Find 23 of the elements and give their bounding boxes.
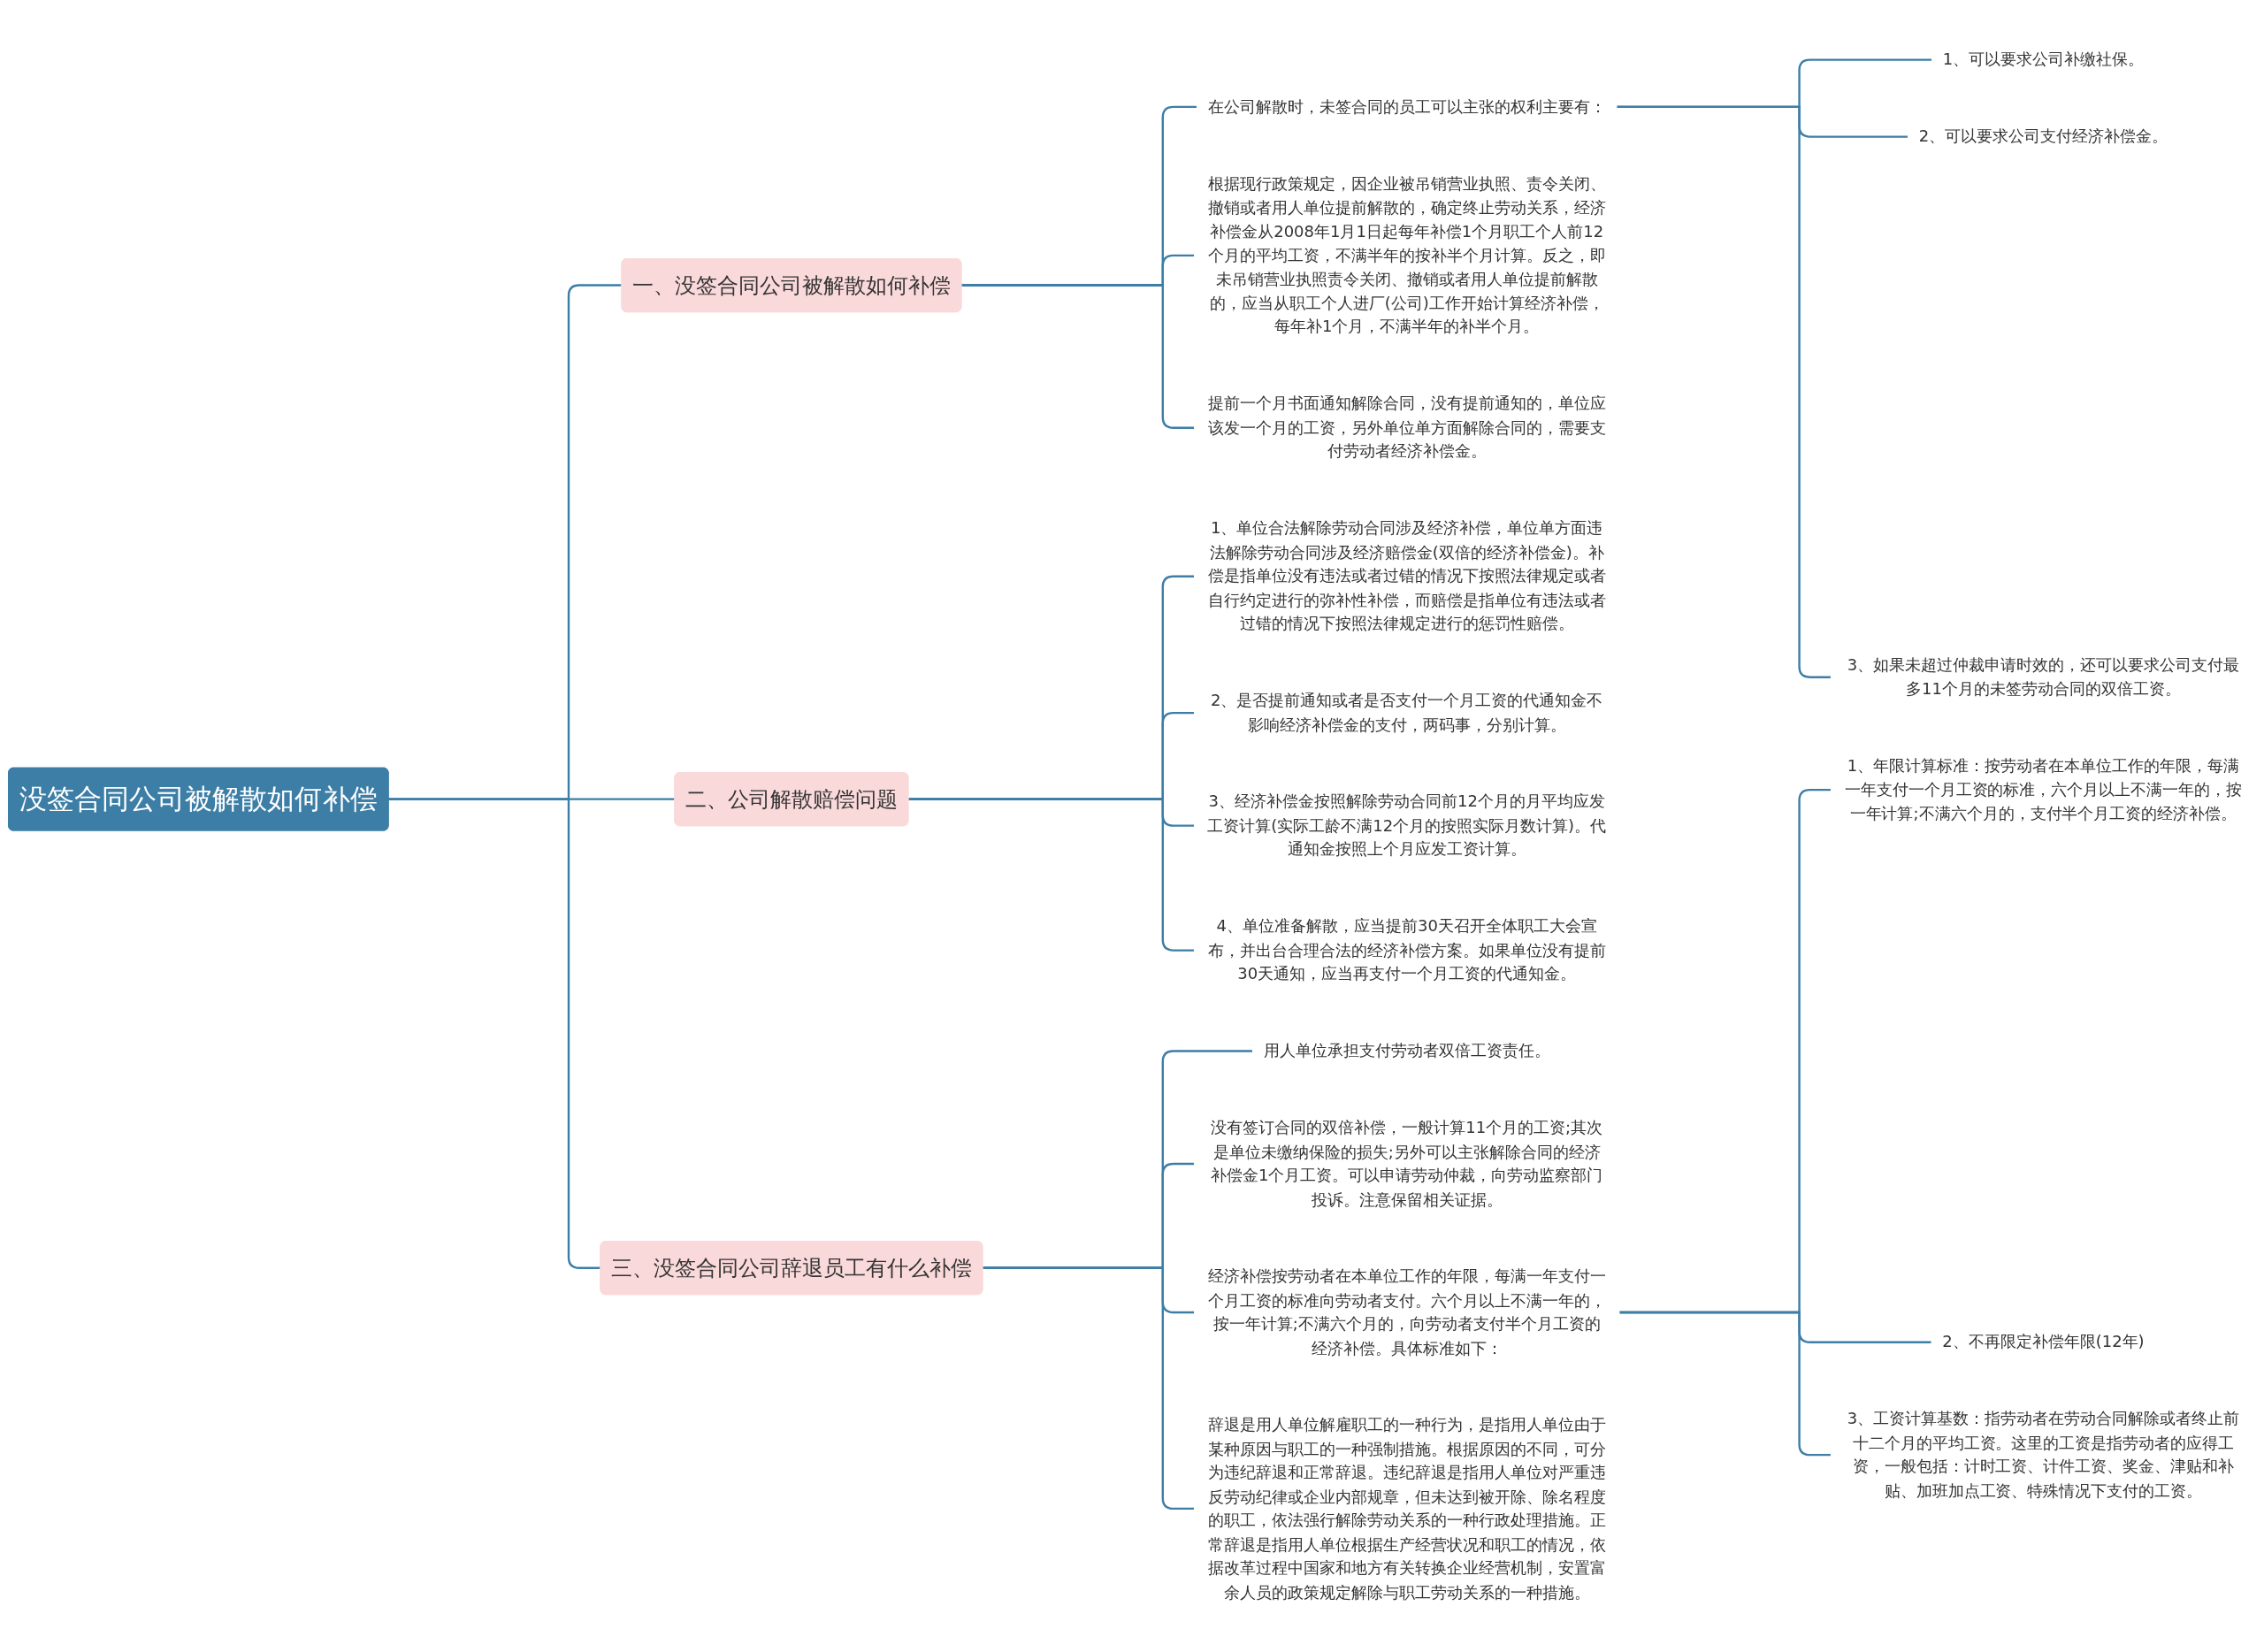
node-text: 3、工资计算基数：指劳动者在劳动合同解除或者终止前十二个月的平均工资。这里的工资是指劳动者的应得工资，一般包括：计时工资、计件工资、奖金、津贴和补贴、加班加点工资、特殊情况下支付的工资。: [1847, 1409, 2240, 1501]
node-text: 经济补偿按劳动者在本单位工作的年限，每满一年支付一个月工资的标准向劳动者支付。六个月以上不满一年的，按一年计算;不满六个月的，向劳动者支付半个月工资的经济补偿。具体标准如下：: [1207, 1266, 1606, 1358]
node-text: 3、如果未超过仲裁申请时效的，还可以要求公司支付最多11个月的未签劳动合同的双倍工资。: [1847, 655, 2240, 699]
node-text: 1、可以要求公司补缴社保。: [1942, 50, 2145, 70]
node-text: 2、是否提前通知或者是否支付一个月工资的代通知金不影响经济补偿金的支付，两码事，分别计算。: [1211, 691, 1603, 735]
connector: [1616, 105, 1832, 678]
connector: [907, 798, 1195, 952]
node-text: 没有签订合同的双倍补偿，一般计算11个月的工资;其次是单位未缴纳保险的损失;另外可以主张解除合同的经济补偿金1个月工资。可以申请劳动仲裁，向劳动监察部门投诉。注意保留相关证据。: [1211, 1118, 1603, 1209]
connector: [982, 1266, 1195, 1511]
node-text: 2、不再限定补偿年限(12年): [1942, 1332, 2145, 1352]
connector: [1618, 1311, 1832, 1457]
node-text: 2、可以要求公司支付经济补偿金。: [1918, 126, 2168, 147]
node-text: 1、年限计算标准：按劳动者在本单位工作的年限，每满一年支付一个月工资的标准，六个月以上不满一年的，按一年计算;不满六个月的，支付半个月工资的经济补偿。: [1844, 756, 2243, 823]
node-text: 提前一个月书面通知解除合同，没有提前通知的，单位应该发一个月的工资，另外单位单方面解除合同的，需要支付劳动者经济补偿金。: [1207, 394, 1606, 462]
node-text: 在公司解散时，未签合同的员工可以主张的权利主要有：: [1207, 96, 1606, 117]
node-text: 1、单位合法解除劳动合同涉及经济补偿，单位单方面违法解除劳动合同涉及经济赔偿金(双倍的经济补偿金)。补偿是指单位没有违法或者过错的情况下按照法律规定或者自行约定进行的弥补性补偿，而赔偿是指单位有违法或者过错的情况下按照法律规定进行的惩罚性赔偿。: [1207, 518, 1606, 634]
node-text: 4、单位准备解散，应当提前30天召开全体职工大会宣布，并出台合理合法的经济补偿方案。如果单位没有提前30天通知，应当再支付一个月工资的代通知金。: [1207, 916, 1606, 984]
node-text: 3、经济补偿金按照解除劳动合同前12个月的月平均应发工资计算(实际工龄不满12个月的按照实际月数计算)。代通知金按照上个月应发工资计算。: [1207, 792, 1607, 860]
connector: [960, 284, 1195, 429]
node-text: 用人单位承担支付劳动者双倍工资责任。: [1263, 1041, 1550, 1061]
node-text: 辞退是用人单位解雇职工的一种行为，是指用人单位由于某种原因与职工的一种强制措施。根据原因的不同，可分为违纪辞退和正常辞退。违纪辞退是指用人单位对严重违反劳动纪律或企业内部规章，但未达到被开除、除名程度的职工，依法强行解除劳动关系的一种行政处理措施。正常辞退是指用人单位根据生产经营状况和职工的情况，依据改革过程中国家和地方有关转换企业经营机制，安置富余人员的政策规定解除与职工劳动关系的一种措施。: [1207, 1415, 1606, 1602]
node-text: 根据现行政策规定，因企业被吊销营业执照、责令关闭、撤销或者用人单位提前解散的，确定终止劳动关系，经济补偿金从2008年1月1日起每年补偿1个月职工个人前12个月的平均工资，不满半年的按补半个月计算。反之，即未吊销营业执照责令关闭、撤销或者用人单位提前解散的，应当从职工个人进厂(公司)工作开始计算经济补偿，每年补1个月，不满半年的补半个月。: [1207, 173, 1606, 337]
connector: [388, 798, 600, 1269]
